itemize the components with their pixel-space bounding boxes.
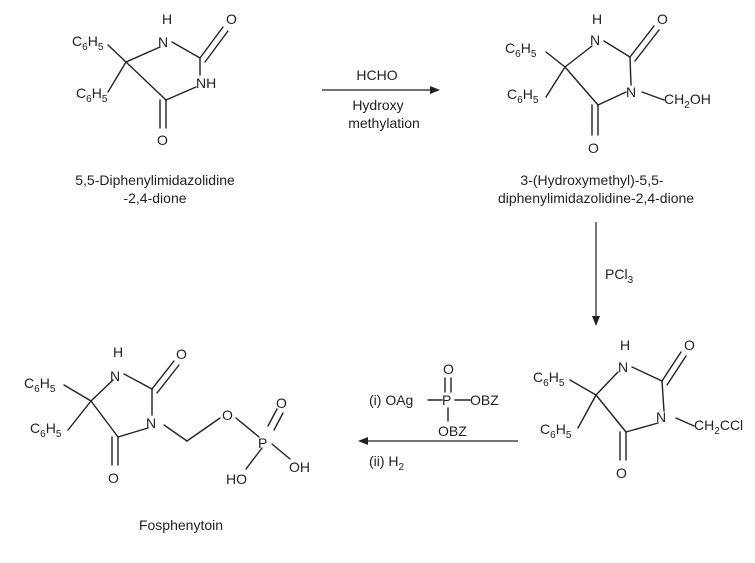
hydroxyl-label: OH xyxy=(289,459,310,475)
n-h-label: H xyxy=(162,11,172,27)
reagent-label: OBZ xyxy=(438,423,467,439)
n-h-label: H xyxy=(592,11,602,27)
reaction-step-2: PCl3 xyxy=(592,222,634,326)
carbonyl-oxygen-label: O xyxy=(108,470,119,486)
n3-label: N xyxy=(656,409,666,425)
phenyl-label: C6H5 xyxy=(76,85,108,105)
n1-label: N xyxy=(618,359,628,375)
condition-label: methylation xyxy=(348,115,420,131)
structure-chloromethyl: H N O N O C6H5 C6H5 CH2CCl xyxy=(533,337,743,481)
structure-fosphenytoin: H N O N O O P O OH HO C6H5 C6H5 Fospheny… xyxy=(24,344,310,533)
ester-oxygen-label: O xyxy=(222,407,233,423)
phenyl-label: C6H5 xyxy=(540,421,572,441)
phenyl-label: C6H5 xyxy=(30,420,62,440)
phenyl-label: C6H5 xyxy=(533,369,565,389)
structure-phenytoin: H N O NH O C6H5 C6H5 5,5-Diphenylimidazo… xyxy=(72,11,237,206)
n-h-label: H xyxy=(620,337,630,353)
phosphoryl-oxygen-label: O xyxy=(443,361,454,377)
compound-name-line1: Fosphenytoin xyxy=(139,517,223,533)
carbonyl-oxygen-label: O xyxy=(588,140,599,156)
condition-label: Hydroxy xyxy=(352,97,403,113)
phenyl-label: C6H5 xyxy=(24,375,56,395)
compound-name-line1: 5,5-Diphenylimidazolidine xyxy=(75,172,235,188)
compound-name-line1: 3-(Hydroxymethyl)-5,5- xyxy=(520,172,663,188)
reaction-step-3: (i) OAg P OBZ O OBZ (ii) H2 xyxy=(358,361,518,473)
carbonyl-oxygen-label: O xyxy=(176,346,187,362)
hydroxyl-label: HO xyxy=(226,471,247,487)
reagent-label: PCl3 xyxy=(605,266,634,286)
phenyl-label: C6H5 xyxy=(72,33,104,53)
phosphorus-label: P xyxy=(258,435,267,451)
chloromethyl-label: CH2CCl xyxy=(694,417,743,437)
compound-name-line2: -2,4-dione xyxy=(123,190,186,206)
reagent-label: HCHO xyxy=(356,67,397,83)
reagent-label: (ii) H2 xyxy=(369,453,405,473)
structure-hydroxymethyl: H N O N O C6H5 C6H5 CH2OH 3-(Hydroxymeth… xyxy=(498,11,711,206)
nh-label: NH xyxy=(196,75,216,91)
n3-label: N xyxy=(146,415,156,431)
carbonyl-oxygen-label: O xyxy=(616,465,627,481)
carbonyl-oxygen-label: O xyxy=(684,337,695,353)
reaction-step-1: HCHO Hydroxy methylation xyxy=(322,67,440,131)
n1-label: N xyxy=(158,34,168,50)
n1-label: N xyxy=(110,368,120,384)
phosphoryl-oxygen-label: O xyxy=(276,395,287,411)
carbonyl-oxygen-label: O xyxy=(657,11,668,27)
carbonyl-oxygen-label: O xyxy=(157,132,168,148)
phenyl-label: C6H5 xyxy=(507,86,539,106)
carbonyl-oxygen-label: O xyxy=(226,11,237,27)
n3-label: N xyxy=(626,84,636,100)
n-h-label: H xyxy=(113,344,123,360)
phosphorus-label: P xyxy=(442,392,451,408)
reagent-label: OBZ xyxy=(470,392,499,408)
hydroxymethyl-label: CH2OH xyxy=(664,91,711,111)
phenyl-label: C6H5 xyxy=(505,40,537,60)
compound-name-line2: diphenylimidazolidine-2,4-dione xyxy=(498,190,694,206)
reagent-label: (i) OAg xyxy=(369,392,413,408)
n1-label: N xyxy=(590,32,600,48)
